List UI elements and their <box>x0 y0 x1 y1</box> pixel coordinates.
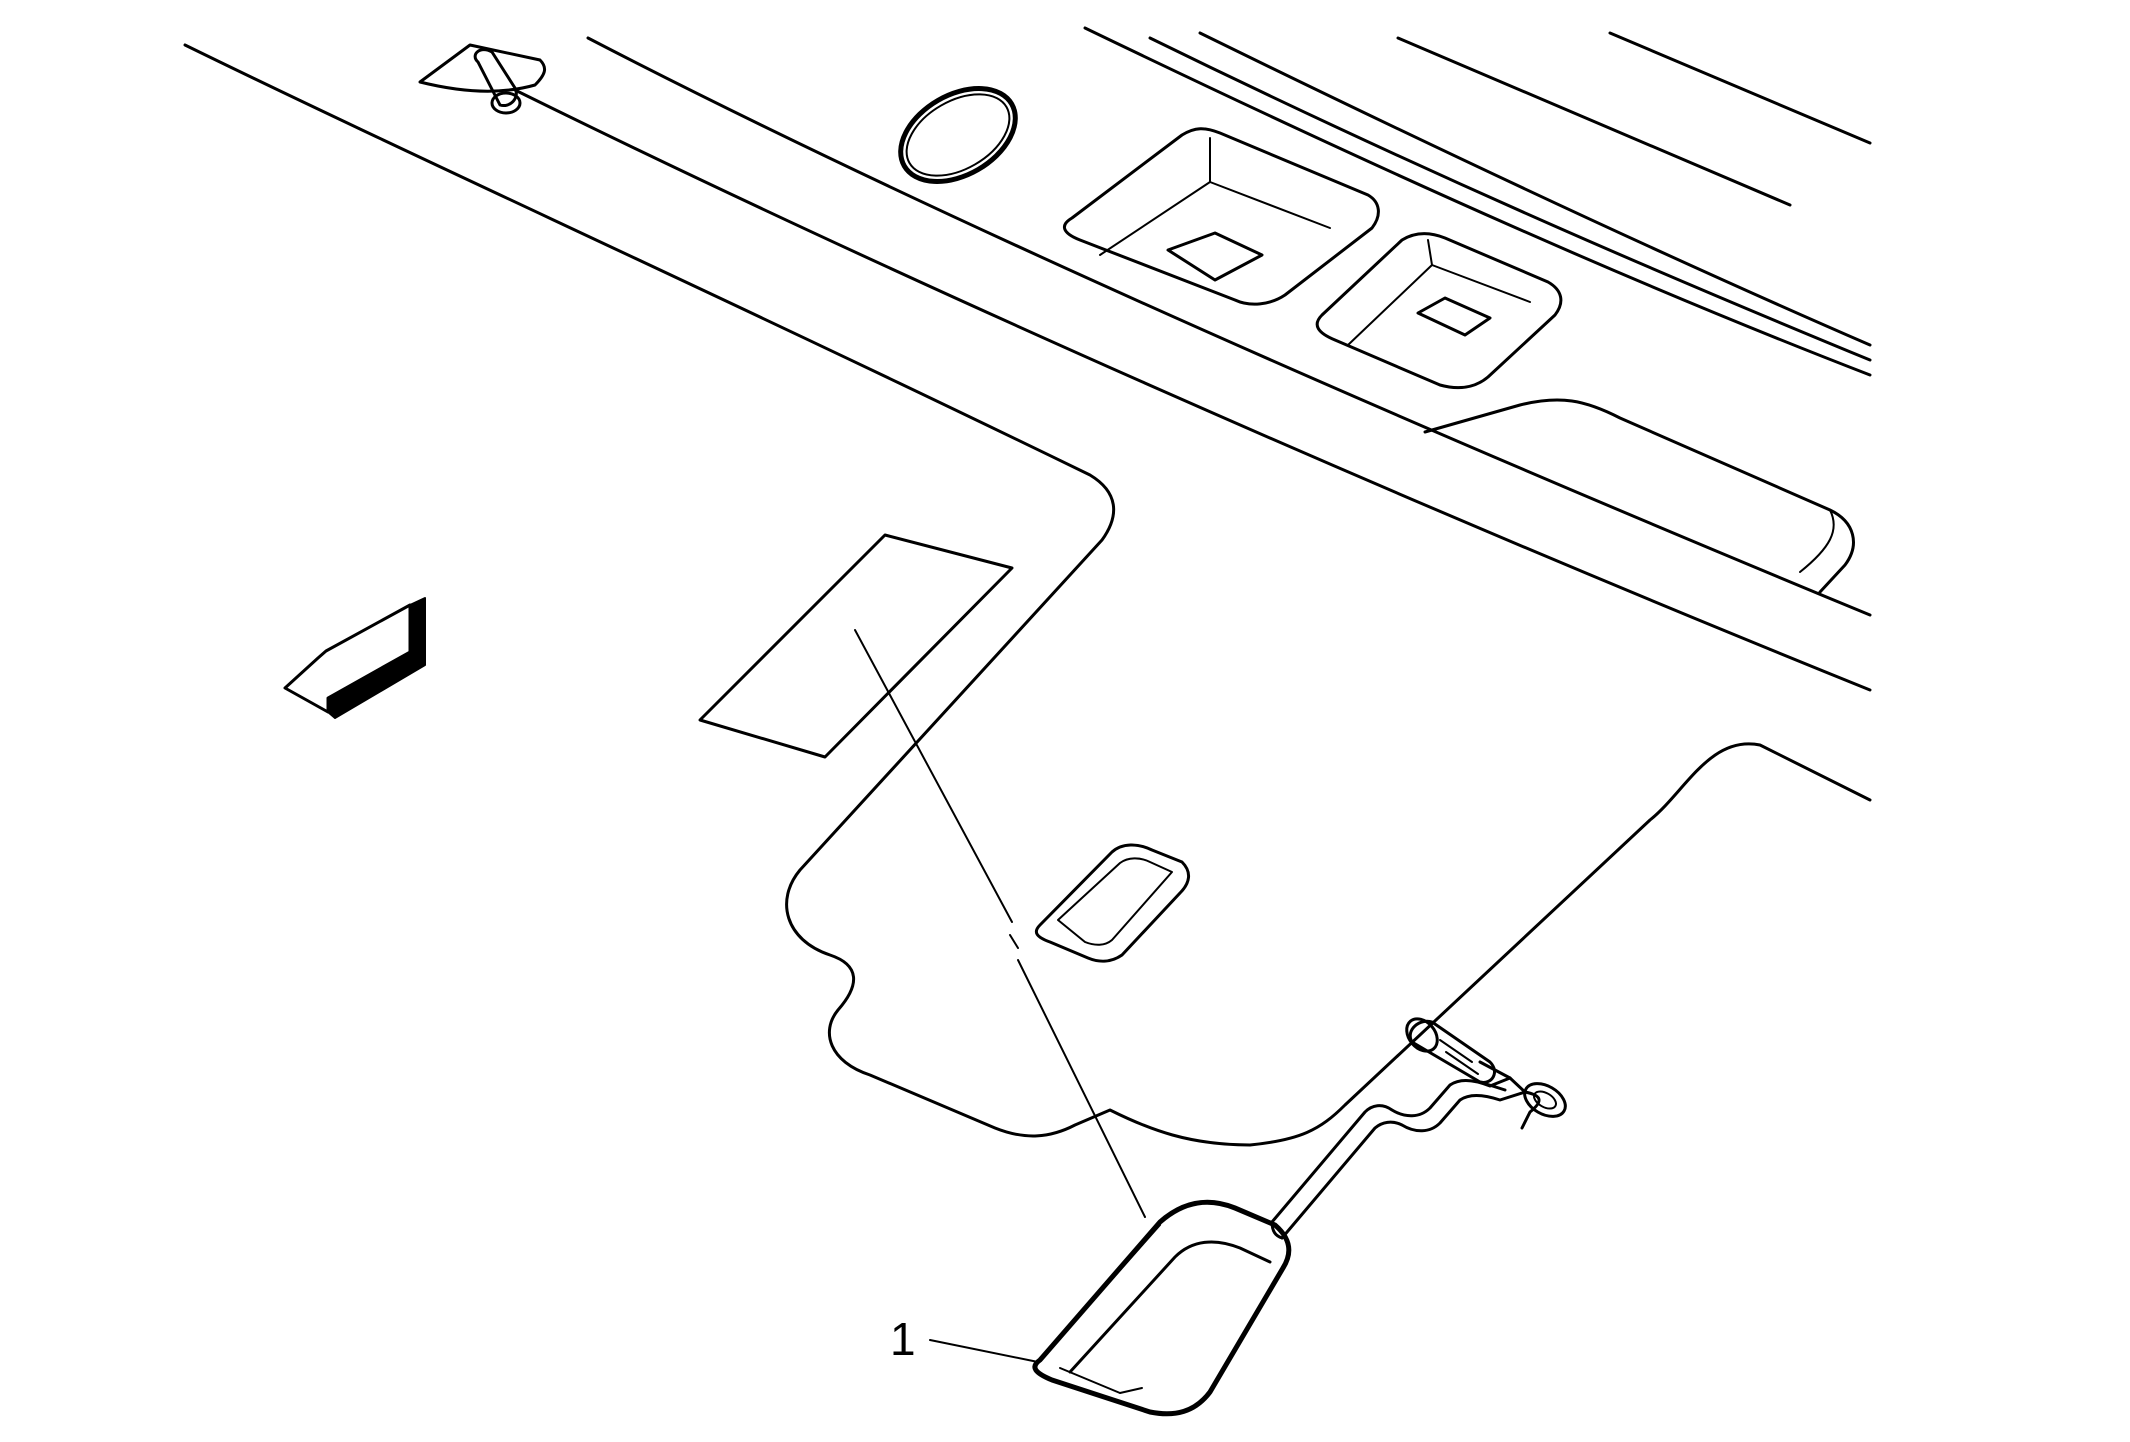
sensor-harness <box>1270 1076 1567 1240</box>
recess-pocket-3 <box>1034 843 1190 963</box>
mat-reference-area <box>698 533 1014 759</box>
grommet-ring-icon <box>898 86 1018 184</box>
recess-pocket-1 <box>1063 127 1380 306</box>
fastener-screw-icon <box>418 43 547 115</box>
callout-1: 1 <box>890 1313 1039 1365</box>
recess-pocket-2 <box>1315 232 1563 390</box>
cushion-frame-edges <box>183 26 1872 1147</box>
callout-1-label: 1 <box>890 1313 916 1365</box>
front-direction-arrow-icon <box>283 597 426 719</box>
sensor-pad <box>1032 1199 1292 1417</box>
sensor-leader-line <box>854 629 1146 1218</box>
headliner-end-detail <box>1423 398 1855 594</box>
harness-connector-icon <box>1405 1017 1512 1092</box>
